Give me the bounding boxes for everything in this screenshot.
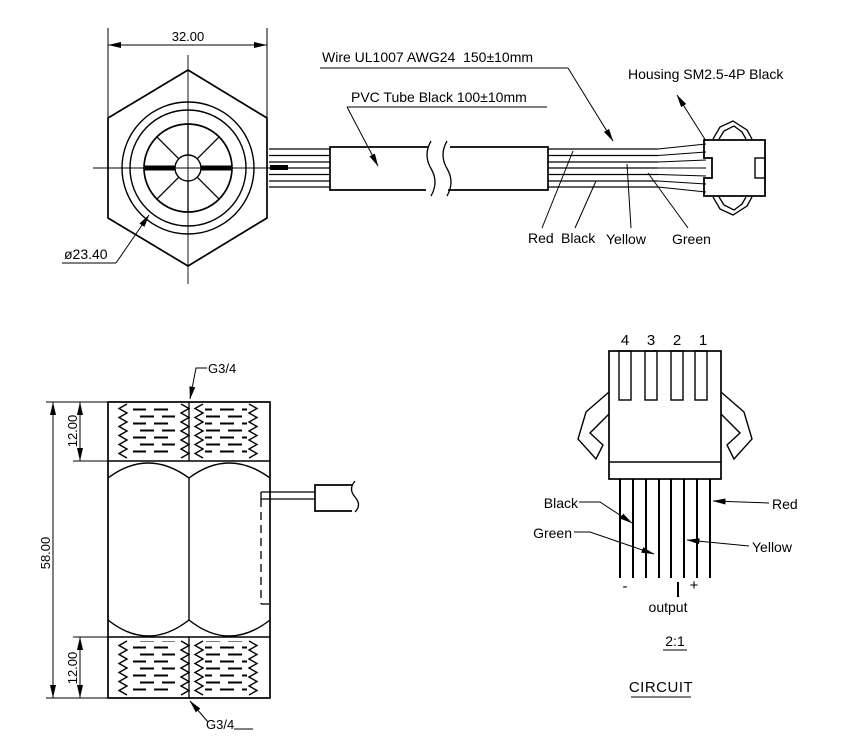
connector-latch (754, 157, 766, 179)
wire-color-red: Red (528, 230, 554, 246)
pin-number-1: 1 (699, 332, 707, 349)
diameter-label-text: ø23.40 (64, 246, 108, 262)
yellow-wire-leader (686, 538, 750, 547)
connector-wing-left (577, 391, 610, 461)
wire-color-black: Black (561, 230, 596, 246)
circuit-title: CIRCUIT (629, 679, 693, 696)
width-dim-text: 32.00 (172, 29, 205, 44)
hex-faces (107, 462, 271, 637)
tube-spec-label: PVC Tube Black 100±10mm (351, 89, 527, 105)
thread-bottom-label-text: G3/4 (206, 717, 234, 732)
pin-number-3: 3 (647, 332, 655, 349)
cable-assembly: Wire UL1007 AWG24 150±10mm PVC Tube Blac… (269, 49, 784, 247)
connector-wires (619, 479, 711, 578)
pin-slots (618, 350, 708, 401)
connector-wing-top (712, 120, 753, 140)
thread-bottom-dim-text: 12.00 (65, 652, 80, 685)
diameter-callout (62, 214, 150, 264)
circuit-label-black: Black (544, 495, 579, 511)
pin-number-2: 2 (673, 332, 681, 349)
circuit-view: 4 3 2 1 Black Green Red Yell (533, 332, 798, 698)
circuit-label-green: Green (533, 525, 572, 541)
side-view: 58.00 12.00 12.00 G3/4 G3/4 (38, 361, 360, 732)
cable-break-line (350, 480, 360, 513)
inner-ring (129, 109, 247, 227)
housing-spec-label: Housing SM2.5-4P Black (628, 66, 784, 82)
pvc-tube (329, 140, 549, 197)
thread-bottom (117, 637, 259, 698)
tube-break-line (426, 140, 436, 197)
output-label: output (649, 599, 688, 615)
connector-wing-right (720, 391, 753, 461)
housing-callout (676, 94, 707, 142)
circuit-label-red: Red (772, 496, 798, 512)
thread-top-callout (189, 367, 207, 400)
front-view: 32.00 ø23.40 (62, 28, 292, 284)
turbine-spokes (144, 124, 232, 212)
wire-color-yellow: Yellow (606, 231, 647, 247)
scale-label: 2:1 (665, 633, 685, 649)
wire-color-leaders (541, 150, 689, 229)
thread-top-dim-text: 12.00 (65, 415, 80, 448)
circuit-label-yellow: Yellow (752, 539, 793, 555)
outer-ring (121, 101, 255, 235)
green-wire-leader (574, 531, 655, 555)
polarity-plus: + (690, 577, 699, 594)
connector-wing-bottom (712, 196, 753, 216)
red-wire-leader (712, 498, 770, 505)
thread-bottom-callout (189, 700, 209, 723)
polarity-minus: - (623, 578, 628, 595)
housing-connector (703, 120, 766, 216)
tube-callout (346, 106, 547, 167)
wire-bundle-right (548, 148, 658, 188)
tube-break-line (442, 140, 452, 197)
cable-exit (260, 480, 360, 605)
wire-spec-label: Wire UL1007 AWG24 150±10mm (322, 49, 533, 65)
overall-height-dim-text: 58.00 (38, 537, 53, 570)
wire-bundle-left (269, 148, 330, 188)
wire-color-green: Green (672, 231, 711, 247)
width-dimension (107, 28, 268, 118)
thread-top (117, 402, 259, 461)
wire-fan (657, 143, 707, 193)
pin-number-4: 4 (621, 332, 629, 349)
thread-top-label-text: G3/4 (208, 361, 236, 376)
black-wire-leader (579, 501, 633, 524)
wire-callout (320, 67, 614, 142)
connector-front-body (608, 350, 722, 480)
height-dimensions (46, 401, 108, 699)
